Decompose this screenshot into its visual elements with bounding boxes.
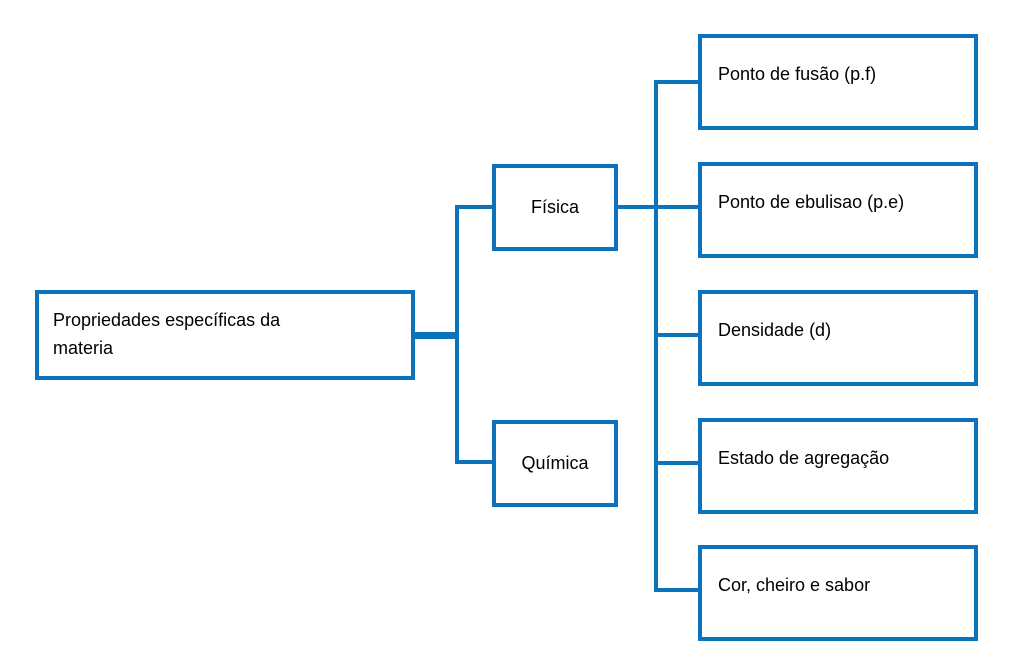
connector-root-stub (415, 332, 459, 339)
node-leaf-label: Ponto de ebulisao (p.e) (718, 192, 905, 212)
node-root[interactable]: Propriedades específicas da materia (35, 290, 415, 380)
connector-leaf-stub-5 (654, 588, 700, 592)
node-branch-fisica[interactable]: Física (492, 164, 618, 251)
node-leaf-cor-cheiro-e-sabor[interactable]: Cor, cheiro e sabor (698, 545, 978, 641)
node-leaf-label: Cor, cheiro e sabor (718, 575, 871, 595)
connector-trunk-to-fisica (455, 205, 495, 209)
connector-leaf-stub-4 (654, 461, 700, 465)
connector-leaf-stub-2 (654, 205, 700, 209)
node-branch-fisica-label: Física (530, 196, 579, 217)
node-leaf-densidade[interactable]: Densidade (d) (698, 290, 978, 386)
connector-branch-trunk (455, 205, 459, 464)
node-leaf-label: Ponto de fusão (p.f) (718, 64, 877, 84)
node-branch-quimica-label: Química (521, 452, 589, 473)
node-root-label: Propriedades específicas da materia (53, 310, 281, 358)
connector-trunk-to-quimica (455, 460, 495, 464)
connector-leaf-stub-3 (654, 333, 700, 337)
node-leaf-ponto-de-ebulisao[interactable]: Ponto de ebulisao (p.e) (698, 162, 978, 258)
node-branch-quimica[interactable]: Química (492, 420, 618, 507)
node-leaf-label: Estado de agregação (718, 448, 890, 468)
node-leaf-label: Densidade (d) (718, 320, 832, 340)
connector-leaf-stub-1 (654, 80, 700, 84)
node-leaf-ponto-de-fusao[interactable]: Ponto de fusão (p.f) (698, 34, 978, 130)
node-leaf-estado-de-agregacao[interactable]: Estado de agregação (698, 418, 978, 514)
